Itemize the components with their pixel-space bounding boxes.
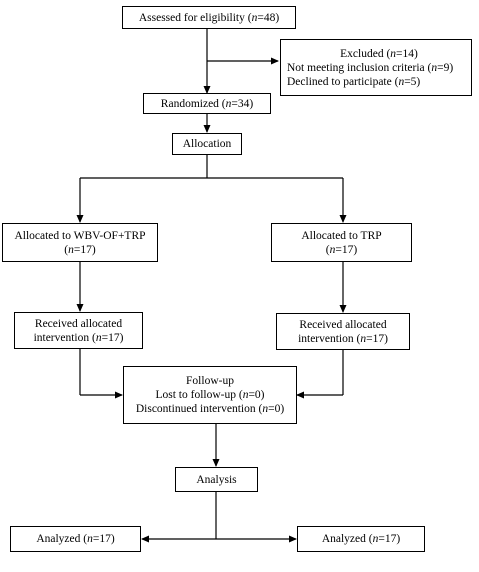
analysis-box: Analysis [175,467,258,492]
excluded-reason-declined: Declined to participate (n=5) [287,75,421,88]
excluded-box: Excluded (n=14) Not meeting inclusion cr… [280,39,472,96]
allocated-left-count: (n=17) [64,243,96,256]
analyzed-right-box: Analyzed (n=17) [297,526,425,552]
received-right-count: intervention (n=17) [298,332,388,345]
assessed-text: Assessed for eligibility (n=48) [138,11,280,24]
received-left-count: intervention (n=17) [33,331,124,344]
received-right-label: Received allocated [299,318,387,331]
allocated-left-label: Allocated to WBV-OF+TRP [14,229,146,242]
allocation-text: Allocation [182,138,232,150]
followup-title: Follow-up [186,375,234,387]
allocated-right-label: Allocated to TRP [301,229,382,242]
assessed-box: Assessed for eligibility (n=48) [122,6,296,29]
allocated-right-box: Allocated to TRP (n=17) [271,223,412,262]
allocated-right-count: (n=17) [325,243,358,256]
followup-lost: Lost to follow-up (n=0) [155,389,265,401]
received-left-label: Received allocated [34,317,123,330]
analysis-text: Analysis [196,473,237,486]
analyzed-left-text: Analyzed (n=17) [36,533,115,545]
analyzed-left-box: Analyzed (n=17) [10,526,141,552]
randomized-box: Randomized (n=34) [143,93,271,114]
received-left-box: Received allocated intervention (n=17) [14,312,143,349]
followup-discontinued: Discontinued intervention (n=0) [135,403,285,415]
received-right-box: Received allocated intervention (n=17) [276,313,410,350]
allocation-box: Allocation [172,133,242,155]
followup-box: Follow-up Lost to follow-up (n=0) Discon… [123,366,297,424]
analyzed-right-text: Analyzed (n=17) [321,533,401,545]
excluded-reason-criteria: Not meeting inclusion criteria (n=9) [287,61,454,74]
excluded-title: Excluded (n=14) [340,47,418,60]
randomized-text: Randomized (n=34) [160,97,254,110]
allocated-left-box: Allocated to WBV-OF+TRP (n=17) [2,223,158,262]
